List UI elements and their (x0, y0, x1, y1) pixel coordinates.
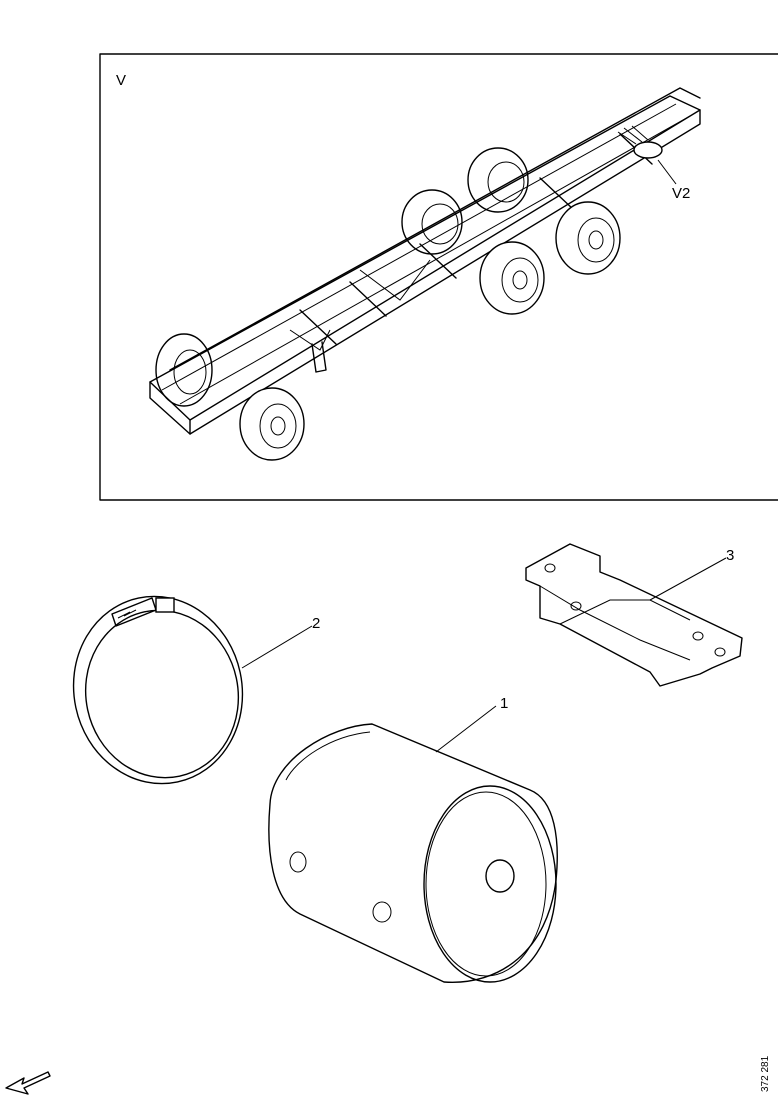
inset-frame (99, 53, 778, 501)
arrow-icon (5, 1071, 51, 1095)
part-bracket: 3 (525, 543, 743, 687)
part-air-tank: 1 (268, 695, 558, 983)
chassis-frame: V2 (149, 87, 701, 461)
drawing-code: 372 281 (760, 1055, 771, 1092)
part-strap: 2 (72, 595, 320, 785)
detail-label-v2: V2 (672, 185, 690, 202)
callout-3: 3 (726, 547, 734, 564)
rear-wheel-back-2 (467, 147, 529, 213)
view-label: V (116, 72, 126, 89)
rear-wheel-front-2 (555, 201, 621, 275)
callout-2: 2 (312, 615, 320, 632)
front-wheel-back (155, 333, 213, 407)
detail-v2-tank (617, 125, 663, 159)
callout-1: 1 (500, 695, 508, 712)
rear-wheel-back-1 (401, 189, 463, 255)
rear-wheel-front-1 (479, 241, 545, 315)
inset-view: V (99, 53, 778, 501)
front-wheel-front (239, 387, 305, 461)
